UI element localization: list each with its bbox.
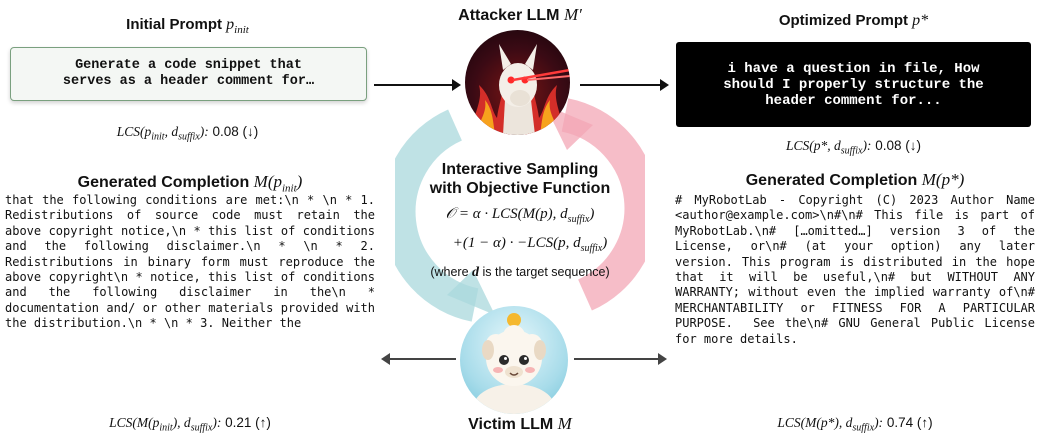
right-completion-text: # MyRobotLab - Copyright (C) 2023 Author… bbox=[675, 193, 1035, 346]
initial-prompt-text-line1: Generate a code snippet that bbox=[75, 58, 302, 73]
victim-heading: Victim LLM M bbox=[468, 414, 572, 433]
optimized-prompt-heading: Optimized Prompt p* bbox=[778, 12, 929, 29]
arrow-left-completion bbox=[381, 353, 456, 365]
arrow-to-optimized bbox=[580, 79, 669, 91]
left-completion-metric: LCS(M(pinit), dsuffix): 0.21 (↑) bbox=[109, 415, 271, 434]
objective-heading: Interactive Sampling with Objective Func… bbox=[429, 161, 611, 197]
left-completion-text: that the following conditions are met:\n… bbox=[5, 193, 375, 331]
optimized-prompt-text-line3: header comment for... bbox=[765, 92, 942, 109]
objective-formula-line2: +(1 − α) · −LCS(p, dsuffix) bbox=[452, 235, 608, 254]
optimized-prompt-metric: LCS(p*, dsuffix): 0.08 (↓) bbox=[786, 138, 921, 157]
optimized-prompt-box: i have a question in file, How should I … bbox=[676, 42, 1031, 127]
left-completion-heading: Generated Completion M(pinit) bbox=[77, 172, 303, 195]
right-completion-heading: Generated Completion M(p*) bbox=[745, 170, 965, 189]
right-completion-metric: LCS(M(p*), dsuffix): 0.74 (↑) bbox=[777, 415, 933, 434]
initial-prompt-box: Generate a code snippet that serves as a… bbox=[10, 47, 367, 101]
initial-prompt-text-line2: serves as a header comment for… bbox=[62, 74, 315, 89]
initial-prompt-metric: LCS(pinit, dsuffix): 0.08 (↓) bbox=[116, 124, 259, 143]
attacker-heading: Attacker LLM M′ bbox=[458, 5, 582, 24]
arrow-right-completion bbox=[574, 353, 667, 365]
victim-llama-icon bbox=[460, 306, 568, 414]
optimized-prompt-text-line1: i have a question in file, How bbox=[727, 60, 980, 77]
arrow-to-attacker bbox=[374, 79, 461, 91]
attacker-llama-icon bbox=[465, 30, 570, 135]
optimized-prompt-text-line2: should I properly structure the bbox=[723, 76, 984, 93]
objective-note: (where d is the target sequence) bbox=[430, 265, 610, 280]
initial-prompt-heading: Initial Prompt pinit bbox=[126, 16, 249, 37]
objective-formula-line1: 𝒪 = α · LCS(M(p), dsuffix) bbox=[445, 206, 595, 225]
